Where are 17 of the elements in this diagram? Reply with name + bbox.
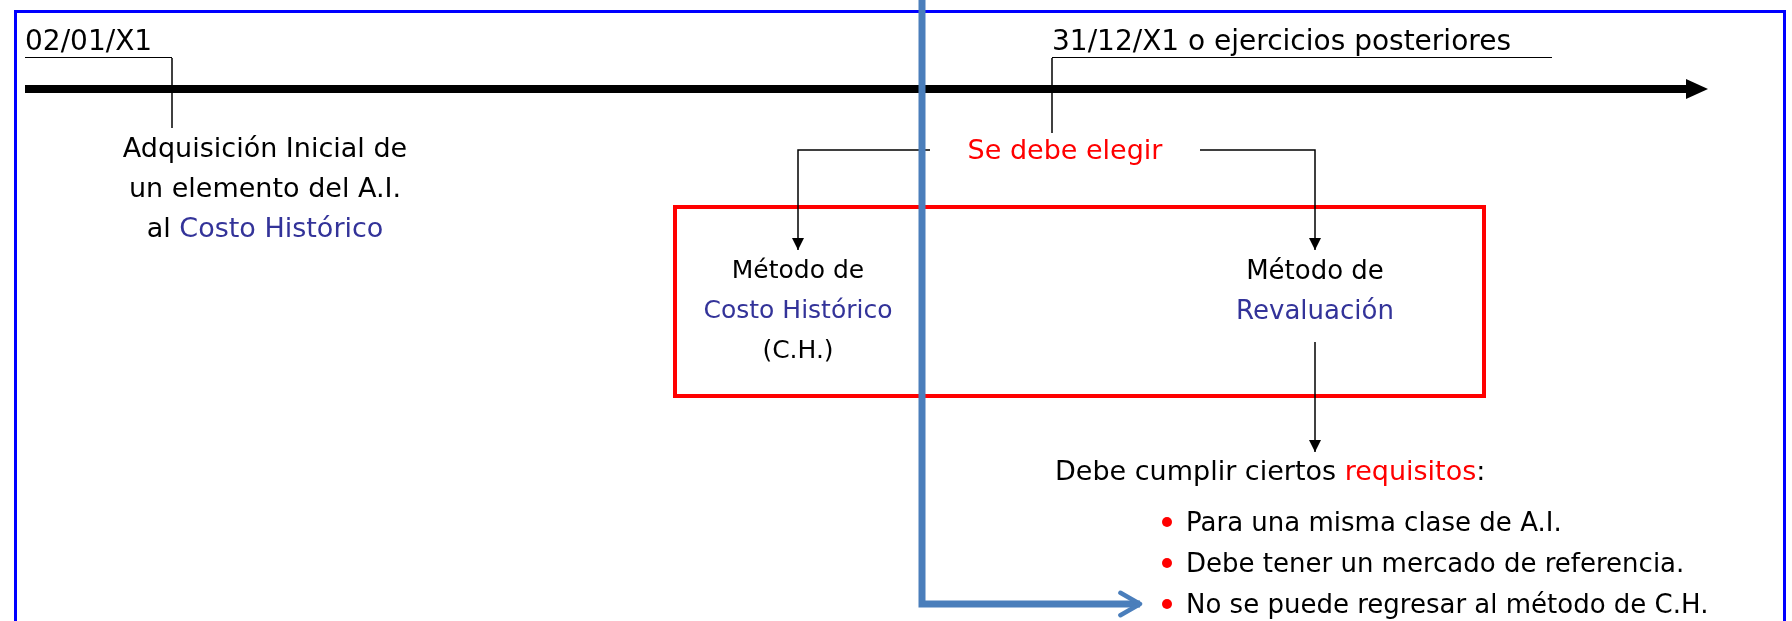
method-text: Método de Costo Histórico (C.H.)	[690, 250, 906, 374]
arrow	[918, 0, 1143, 618]
leader-line	[1051, 57, 1053, 134]
requirement-text: Debe tener un mercado de referencia.	[1186, 547, 1685, 580]
requirement-text: No se puede regresar al método de C.H.	[1186, 588, 1709, 621]
method-group-box	[673, 205, 1486, 398]
arrow	[1309, 341, 1321, 453]
arrow	[792, 149, 931, 251]
leader-line	[171, 57, 173, 129]
requirements-heading: Debe cumplir ciertos requisitos:	[1055, 452, 1615, 490]
method-text: Método de Revaluación	[1210, 250, 1420, 342]
event-text: Adquisición Inicial de un elemento del A.I. al Costo Histórico	[120, 128, 410, 292]
requirement-text: Para una misma clase de A.I.	[1186, 506, 1562, 539]
arrow	[1199, 149, 1321, 251]
date-label: 02/01/X1	[25, 24, 172, 58]
date-label: 31/12/X1 o ejercicios posteriores	[1052, 24, 1552, 58]
choice-text: Se debe elegir	[930, 133, 1200, 167]
